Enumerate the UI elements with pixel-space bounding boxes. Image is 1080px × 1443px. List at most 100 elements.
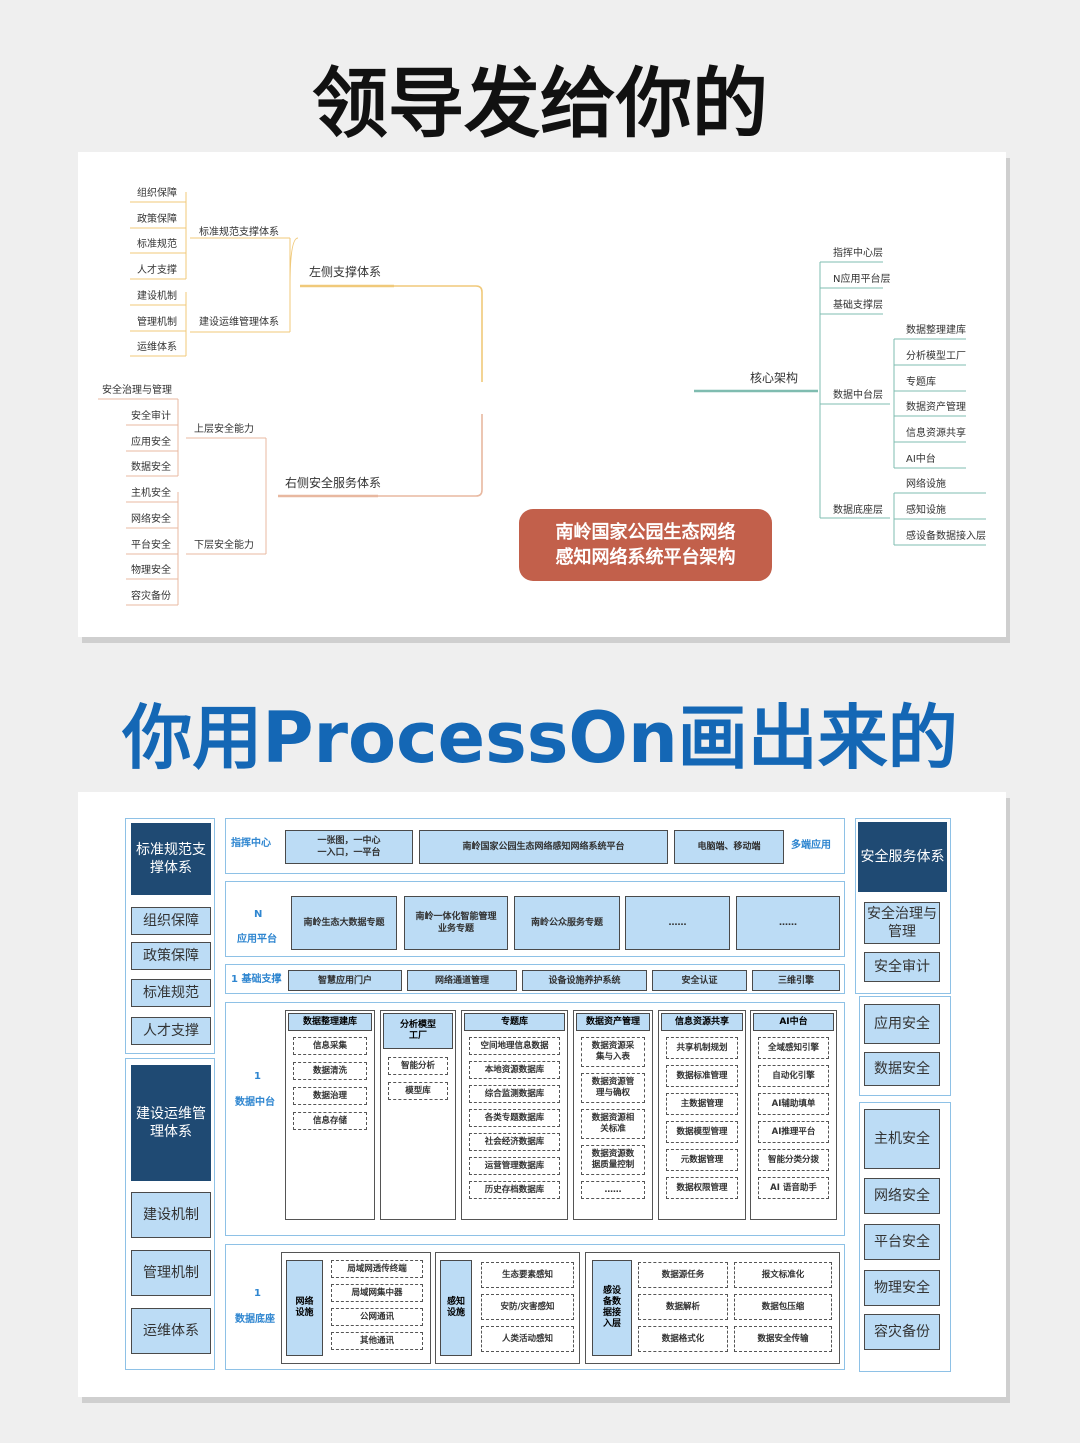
data-middle-column-title[interactable]: 信息资源共享 <box>661 1013 743 1031</box>
data-middle-item[interactable]: 历史存档数据库 <box>469 1181 560 1199</box>
data-middle-item[interactable]: 数据资源数 据质量控制 <box>581 1145 645 1175</box>
data-middle-item[interactable]: 运营管理数据库 <box>469 1157 560 1175</box>
data-middle-item[interactable]: …… <box>581 1181 645 1199</box>
left-item[interactable]: 标准规范 <box>131 979 211 1007</box>
mm-item[interactable]: 主机安全 <box>131 488 171 499</box>
mm-item[interactable]: 物理安全 <box>131 565 171 576</box>
base-box[interactable]: 安全认证 <box>652 970 747 991</box>
sensing-item[interactable]: 安防/灾害感知 <box>481 1294 574 1320</box>
data-middle-item[interactable]: 自动化引擎 <box>758 1065 829 1087</box>
access-item[interactable]: 数据包压缩 <box>734 1294 832 1320</box>
mm-item[interactable]: 专题库 <box>906 377 936 388</box>
right-item[interactable]: 安全审计 <box>864 952 940 982</box>
left-item[interactable]: 建设机制 <box>131 1192 211 1238</box>
left-item[interactable]: 人才支撑 <box>131 1017 211 1045</box>
sensing-item[interactable]: 人类活动感知 <box>481 1326 574 1352</box>
data-middle-column-title[interactable]: 数据资产管理 <box>576 1013 650 1031</box>
left-item[interactable]: 组织保障 <box>131 907 211 935</box>
access-item[interactable]: 数据解析 <box>638 1294 728 1320</box>
right-item[interactable]: 应用安全 <box>864 1004 940 1044</box>
right-item[interactable]: 数据安全 <box>864 1052 940 1086</box>
left-operations-title[interactable]: 建设运维管理体系 <box>131 1065 211 1181</box>
mm-item[interactable]: 人才支撑 <box>137 265 177 276</box>
mm-item[interactable]: 容灾备份 <box>131 591 171 602</box>
data-middle-item[interactable]: 数据标准管理 <box>666 1065 738 1087</box>
mm-item[interactable]: 数据安全 <box>131 462 171 473</box>
mm-item[interactable]: 网络安全 <box>131 514 171 525</box>
mm-item[interactable]: 基础支撑层 <box>833 300 883 311</box>
mm-item[interactable]: 网络设施 <box>906 479 946 490</box>
base-box[interactable]: 三维引擎 <box>752 970 840 991</box>
mm-item[interactable]: 指挥中心层 <box>833 248 883 259</box>
mm-item[interactable]: 应用安全 <box>131 437 171 448</box>
data-middle-column-title[interactable]: 数据整理建库 <box>288 1013 372 1031</box>
right-item[interactable]: 容灾备份 <box>864 1314 940 1350</box>
mm-item[interactable]: 组织保障 <box>137 188 177 199</box>
mm-item[interactable]: 运维体系 <box>137 342 177 353</box>
mm-item[interactable]: 感设备数据接入层 <box>906 531 986 542</box>
data-middle-item[interactable]: 综合监测数据库 <box>469 1085 560 1103</box>
right-security-title[interactable]: 安全服务体系 <box>858 822 947 892</box>
mm-item[interactable]: 分析模型工厂 <box>906 351 966 362</box>
mm-data-middle[interactable]: 数据中台层 <box>833 390 883 401</box>
data-middle-item[interactable]: 数据清洗 <box>293 1062 367 1080</box>
data-middle-column-title[interactable]: 分析模型 工厂 <box>383 1013 453 1049</box>
mm-item[interactable]: 数据整理建库 <box>906 325 966 336</box>
mm-item[interactable]: N应用平台层 <box>833 274 891 285</box>
mm-item[interactable]: 建设机制 <box>137 291 177 302</box>
left-standards-title[interactable]: 标准规范支撑体系 <box>131 823 211 895</box>
napp-box[interactable]: 南岭生态大数据专题 <box>291 896 397 950</box>
access-item[interactable]: 报文标准化 <box>734 1262 832 1288</box>
data-middle-item[interactable]: 本地资源数据库 <box>469 1061 560 1079</box>
mm-item[interactable]: 安全治理与管理 <box>102 385 172 396</box>
network-item[interactable]: 局域网集中器 <box>331 1284 423 1302</box>
access-item[interactable]: 数据格式化 <box>638 1326 728 1352</box>
mm-item[interactable]: 管理机制 <box>137 317 177 328</box>
base-box[interactable]: 智慧应用门户 <box>288 970 402 991</box>
data-middle-item[interactable]: 数据模型管理 <box>666 1121 738 1143</box>
left-item[interactable]: 管理机制 <box>131 1250 211 1296</box>
sensing-title[interactable]: 感知 设施 <box>440 1260 472 1356</box>
base-box[interactable]: 网络通道管理 <box>407 970 517 991</box>
data-middle-item[interactable]: 主数据管理 <box>666 1093 738 1115</box>
network-item[interactable]: 其他通讯 <box>331 1332 423 1350</box>
data-middle-item[interactable]: 智能分类分拨 <box>758 1149 829 1171</box>
mm-data-base[interactable]: 数据底座层 <box>833 505 883 516</box>
mm-item[interactable]: 政策保障 <box>137 214 177 225</box>
sensing-item[interactable]: 生态要素感知 <box>481 1262 574 1288</box>
mm-item[interactable]: 信息资源共享 <box>906 428 966 439</box>
left-item[interactable]: 政策保障 <box>131 942 211 970</box>
access-title[interactable]: 感设 备数 据接 入层 <box>592 1260 632 1356</box>
command-box-2[interactable]: 南岭国家公园生态网络感知网络系统平台 <box>419 830 668 864</box>
mindmap-center-node[interactable]: 南岭国家公园生态网络 感知网络系统平台架构 <box>519 509 772 581</box>
data-middle-item[interactable]: AI 语音助手 <box>758 1177 829 1199</box>
mm-item[interactable]: 感知设施 <box>906 505 946 516</box>
command-box-3[interactable]: 电脑端、移动端 <box>674 830 784 864</box>
data-middle-item[interactable]: 社会经济数据库 <box>469 1133 560 1151</box>
data-middle-item[interactable]: 空间地理信息数据 <box>469 1037 560 1055</box>
network-item[interactable]: 公网通讯 <box>331 1308 423 1326</box>
mm-upper[interactable]: 上层安全能力 <box>194 424 254 435</box>
data-middle-column-title[interactable]: AI中台 <box>753 1013 834 1031</box>
napp-box[interactable]: 南岭一体化智能管理 业务专题 <box>404 896 508 950</box>
network-title[interactable]: 网络 设施 <box>286 1260 323 1356</box>
left-item[interactable]: 运维体系 <box>131 1308 211 1354</box>
napp-box[interactable]: …… <box>736 896 840 950</box>
data-middle-item[interactable]: 智能分析 <box>388 1057 448 1075</box>
data-middle-item[interactable]: 元数据管理 <box>666 1149 738 1171</box>
command-box-1[interactable]: 一张图，一中心 一入口，一平台 <box>285 830 413 864</box>
right-item[interactable]: 平台安全 <box>864 1224 940 1260</box>
mm-item[interactable]: 安全审计 <box>131 411 171 422</box>
data-middle-item[interactable]: AI推理平台 <box>758 1121 829 1143</box>
mm-item[interactable]: 数据资产管理 <box>906 402 966 413</box>
network-item[interactable]: 局域网透传终端 <box>331 1260 423 1278</box>
data-middle-item[interactable]: 各类专题数据库 <box>469 1109 560 1127</box>
mm-left-support[interactable]: 左侧支撑体系 <box>309 265 382 279</box>
mm-item[interactable]: 平台安全 <box>131 540 171 551</box>
napp-box[interactable]: …… <box>625 896 730 950</box>
access-item[interactable]: 数据安全传输 <box>734 1326 832 1352</box>
data-middle-item[interactable]: 信息存储 <box>293 1112 367 1130</box>
data-middle-item[interactable]: 数据治理 <box>293 1087 367 1105</box>
data-middle-item[interactable]: 数据权限管理 <box>666 1177 738 1199</box>
data-middle-item[interactable]: 数据资源管 理与确权 <box>581 1073 645 1103</box>
